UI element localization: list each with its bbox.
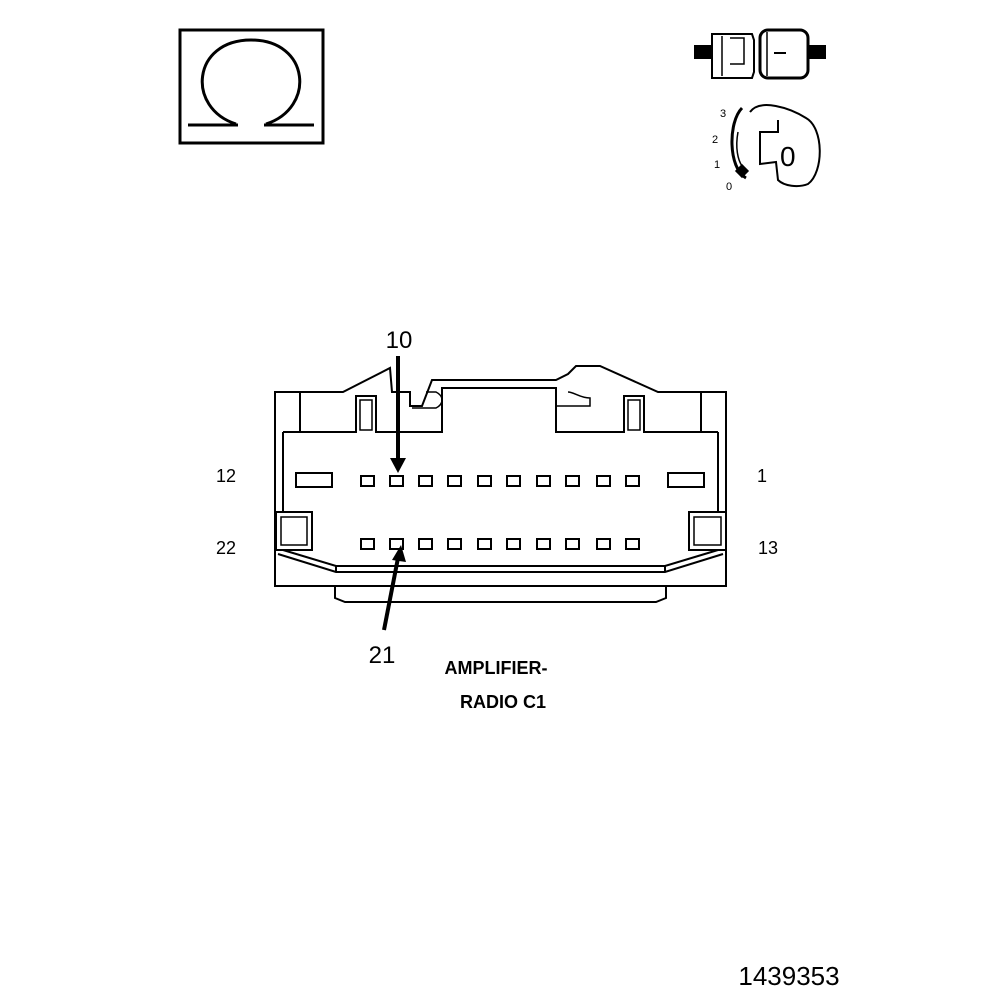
cavity-7 (477, 475, 492, 487)
cavity-8 (447, 475, 462, 487)
cavity-2 (625, 475, 640, 487)
key-position-3: 3 (720, 108, 726, 120)
cavity-15 (565, 538, 580, 550)
cavity-19 (447, 538, 462, 550)
cavity-12 (295, 472, 333, 488)
ignition-key-icon: 3 2 1 0 0 (712, 104, 821, 193)
cavity-14 (596, 538, 611, 550)
caption-line-2: RADIO C1 (460, 692, 546, 712)
callout-arrow-pin-21 (382, 545, 406, 631)
key-label: 0 (780, 141, 796, 172)
disconnected-connector-icon (694, 28, 826, 80)
cavity-16 (536, 538, 551, 550)
cavity-5 (536, 475, 551, 487)
caption-line-1: AMPLIFIER- (445, 658, 548, 678)
cavity-3 (596, 475, 611, 487)
callout-arrow-pin-10 (390, 356, 406, 473)
cavity-20 (418, 538, 433, 550)
ohmmeter-icon (178, 28, 325, 145)
cavity-22 (360, 538, 375, 550)
cavity-10 (389, 475, 404, 487)
row-label-1: 1 (757, 466, 767, 486)
cavity-17 (506, 538, 521, 550)
cavity-4 (565, 475, 580, 487)
cavity-9 (418, 475, 433, 487)
figure-number: 1439353 (738, 961, 839, 991)
row-label-22: 22 (216, 538, 236, 558)
key-position-1: 1 (714, 159, 720, 171)
row-label-12: 12 (216, 466, 236, 486)
connector-face (274, 365, 727, 603)
key-position-0: 0 (726, 181, 732, 193)
cavity-18 (477, 538, 492, 550)
pin-callout-10: 10 (386, 327, 413, 354)
row-label-13: 13 (758, 538, 778, 558)
cavity-11 (360, 475, 375, 487)
cavities (295, 472, 705, 550)
cavity-13 (625, 538, 640, 550)
cavity-1 (667, 472, 705, 488)
cavity-21 (389, 538, 404, 550)
cavity-6 (506, 475, 521, 487)
pin-callout-21: 21 (369, 642, 396, 669)
key-position-2: 2 (712, 134, 718, 146)
